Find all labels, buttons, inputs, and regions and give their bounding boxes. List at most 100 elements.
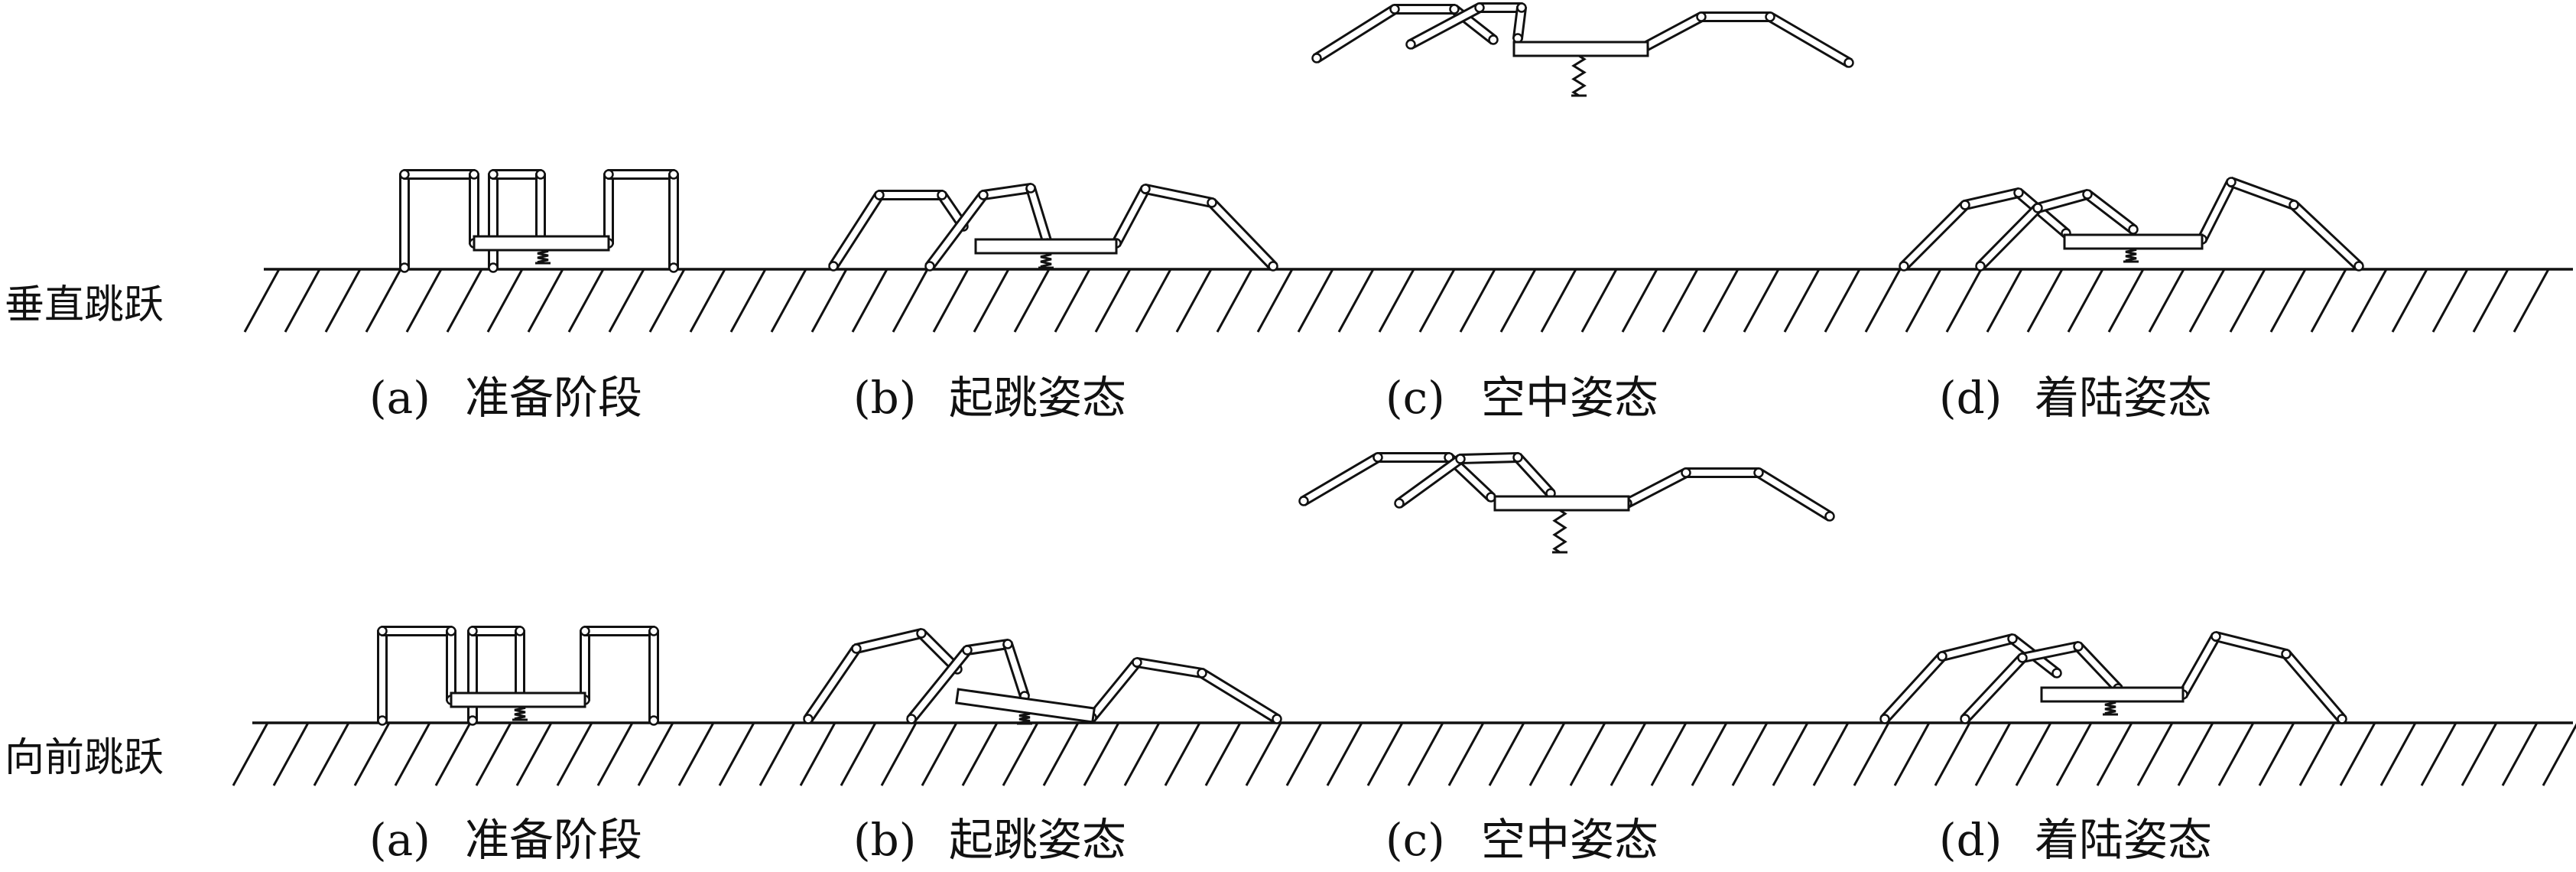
- ground-hatch: [1824, 268, 1861, 333]
- joint: [515, 626, 525, 636]
- ground-hatch: [1326, 722, 1363, 786]
- ground-hatch: [637, 722, 674, 786]
- joint: [803, 714, 814, 724]
- ground-hatch: [365, 268, 402, 333]
- joint: [874, 190, 885, 200]
- ground-hatch: [1164, 722, 1201, 786]
- spring: [1040, 252, 1052, 269]
- ground-hatch: [2310, 268, 2347, 333]
- leg-link: [1640, 11, 1705, 53]
- spring: [1552, 509, 1567, 554]
- leg-link: [1879, 652, 1947, 724]
- ground-hatch: [1083, 722, 1120, 786]
- joint: [1899, 261, 1909, 272]
- joint: [937, 190, 947, 200]
- joint: [1474, 2, 1485, 13]
- joint: [1207, 197, 1217, 208]
- ground-hatch: [718, 722, 755, 786]
- leg-link: [515, 630, 525, 701]
- ground-hatch: [1418, 268, 1456, 333]
- ground-hatch: [1569, 722, 1606, 786]
- leg-link: [2213, 630, 2289, 660]
- caption-text: 着陆姿态: [2035, 372, 2212, 424]
- spring: [2125, 247, 2137, 263]
- leg-link: [1478, 2, 1523, 13]
- ground-hatch: [1042, 722, 1080, 786]
- ground-hatch: [2015, 722, 2052, 786]
- ground-hatch: [1528, 722, 1566, 786]
- caption-b-forward: (b) 起跳姿态: [853, 814, 1126, 866]
- caption-tag: (c): [1385, 372, 1445, 424]
- caption-tag: (b): [853, 814, 916, 866]
- joint: [603, 169, 614, 180]
- row-title-forward-jump: 向前跳跃: [5, 735, 164, 781]
- joint: [2032, 203, 2043, 213]
- ground-hatch: [1447, 722, 1485, 786]
- spring: [1018, 711, 1031, 725]
- joint: [978, 190, 989, 200]
- ground-hatch: [880, 722, 918, 786]
- caption-tag: (b): [853, 372, 916, 424]
- joint: [828, 261, 839, 272]
- joint: [1516, 2, 1527, 13]
- joint: [1975, 261, 1986, 272]
- ground-hatch: [1175, 268, 1213, 333]
- leg-link: [2083, 189, 2138, 235]
- ground-hatch: [313, 722, 350, 786]
- leg-link: [1684, 467, 1760, 478]
- ground-hatch: [324, 268, 362, 333]
- row-title-vertical-jump: 垂直跳跃: [5, 282, 164, 328]
- joint: [1140, 184, 1151, 194]
- ground-hatch: [810, 268, 848, 333]
- caption-text: 起跳姿态: [949, 814, 1126, 866]
- spring: [537, 249, 549, 265]
- joint: [668, 169, 679, 180]
- leg-link: [828, 190, 885, 271]
- joint: [1681, 467, 1691, 478]
- joint: [2289, 200, 2299, 210]
- ground-hatch: [2339, 722, 2376, 786]
- joint: [1843, 57, 1854, 68]
- ground-hatch: [2217, 722, 2255, 786]
- leg-link: [1087, 658, 1142, 722]
- ground-hatch: [2107, 268, 2145, 333]
- leg-link: [2281, 649, 2347, 724]
- ground-hatch: [1094, 268, 1132, 333]
- joint: [2281, 649, 2292, 659]
- joint: [1025, 183, 1036, 194]
- leg-link: [924, 190, 989, 271]
- ground-hatch: [689, 268, 726, 333]
- ground-hatch: [2431, 268, 2469, 333]
- joint: [488, 169, 499, 180]
- joint: [906, 714, 917, 724]
- ground-hatch: [284, 268, 321, 333]
- leg-link: [1111, 185, 1151, 247]
- leg-link: [2289, 200, 2363, 272]
- ground-hatch: [1893, 722, 1931, 786]
- leg-link: [1300, 452, 1382, 506]
- row-forward-jump: 向前跳跃 (a) 准备阶段 (b) 起跳姿态 (c) 空中姿态 (d) 着陆姿态: [5, 451, 2576, 866]
- robot-body: [955, 688, 1096, 724]
- leg-link: [1143, 183, 1214, 209]
- joint: [924, 261, 935, 272]
- joint: [1449, 4, 1460, 15]
- leg-link: [603, 173, 614, 245]
- ground-hatch: [2067, 268, 2104, 333]
- leg-link: [878, 190, 944, 200]
- leg-link: [981, 182, 1033, 201]
- joint: [467, 626, 478, 636]
- ground-hatch: [932, 268, 970, 333]
- ground-hatch: [567, 268, 605, 333]
- leg-link: [1939, 633, 2016, 662]
- joint: [488, 262, 499, 273]
- ground-hatch: [1853, 722, 1890, 786]
- caption-d-forward: (d) 着陆姿态: [1939, 814, 2212, 866]
- joint: [648, 626, 659, 636]
- leg-link: [469, 173, 479, 245]
- ground-hatch: [1123, 722, 1161, 786]
- ground-hatch: [2350, 268, 2388, 333]
- ground-hatch: [2472, 268, 2509, 333]
- ground-hatch: [1285, 722, 1323, 786]
- ground-hatch: [1540, 268, 1577, 333]
